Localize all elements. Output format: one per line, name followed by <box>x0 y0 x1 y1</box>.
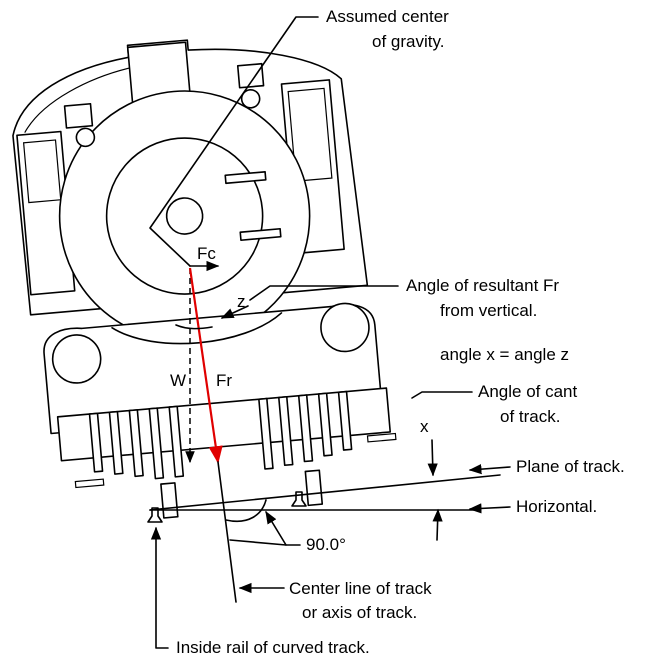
cant-upper-tick <box>427 439 438 477</box>
inside-rail-profile <box>147 507 163 523</box>
plane-of-track-arrow <box>468 464 511 475</box>
outer-foot-left <box>74 478 105 489</box>
z-pointer <box>220 305 249 319</box>
right-cab-window-inner <box>287 87 333 182</box>
right-angle-pointer <box>265 510 287 546</box>
resultant-angle-label-line1: Angle of resultant Fr <box>406 276 559 295</box>
axle-left <box>160 482 179 519</box>
axle-right <box>304 469 324 507</box>
horizontal-arrow <box>468 503 511 514</box>
left-cab-window-inner <box>22 139 62 204</box>
cab-roof-arc <box>24 66 135 133</box>
fr-label: Fr <box>216 371 232 390</box>
right-wheel <box>320 302 370 353</box>
angle-z-arc <box>175 324 213 330</box>
w-label: W <box>170 371 186 390</box>
handrail-lower <box>239 227 282 242</box>
smokebox-door <box>105 137 264 295</box>
cowcatcher-slats <box>88 390 353 480</box>
z-label: z <box>237 292 246 311</box>
cg-label-line1: Assumed center <box>326 7 449 26</box>
z-leader <box>249 285 399 301</box>
locomotive-drawing <box>12 39 397 519</box>
door-hub <box>165 197 204 235</box>
right-lamp-lens <box>240 89 261 109</box>
cg-leader-line <box>149 16 319 267</box>
cg-label-line2: of gravity. <box>372 32 444 51</box>
center-line-label-line1: Center line of track <box>289 579 432 598</box>
handrail-upper <box>224 171 267 185</box>
cant-label-line1: Angle of cant <box>478 382 578 401</box>
left-lamp-lens <box>75 127 96 148</box>
center-line-of-track <box>217 461 237 603</box>
angle-equation-label: angle x = angle z <box>440 345 569 364</box>
outer-foot-right <box>366 432 397 443</box>
plane-of-track-label: Plane of track. <box>516 457 625 476</box>
resultant-angle-label-line2: from vertical. <box>440 301 537 320</box>
fc-label: Fc <box>197 244 216 263</box>
cant-label-line2: of track. <box>500 407 560 426</box>
right-angle-label: 90.0° <box>306 535 346 554</box>
lower-boiler-arc <box>111 312 283 345</box>
left-wheel <box>51 334 102 384</box>
outside-rail-profile <box>291 491 307 507</box>
left-lamp <box>63 102 94 129</box>
plane-of-track-line <box>149 474 501 511</box>
center-line-label-line2: or axis of track. <box>302 603 417 622</box>
horizontal-label: Horizontal. <box>516 497 597 516</box>
right-lamp <box>236 62 265 89</box>
fr-vector <box>188 267 223 464</box>
cant-lower-tick <box>432 508 443 541</box>
right-angle-leader <box>229 539 301 546</box>
x-label: x <box>420 417 429 436</box>
cant-leader <box>411 391 473 399</box>
inside-rail-label: Inside rail of curved track. <box>176 638 370 657</box>
inside-rail-leader <box>150 526 169 649</box>
right-angle-arc <box>225 499 267 522</box>
